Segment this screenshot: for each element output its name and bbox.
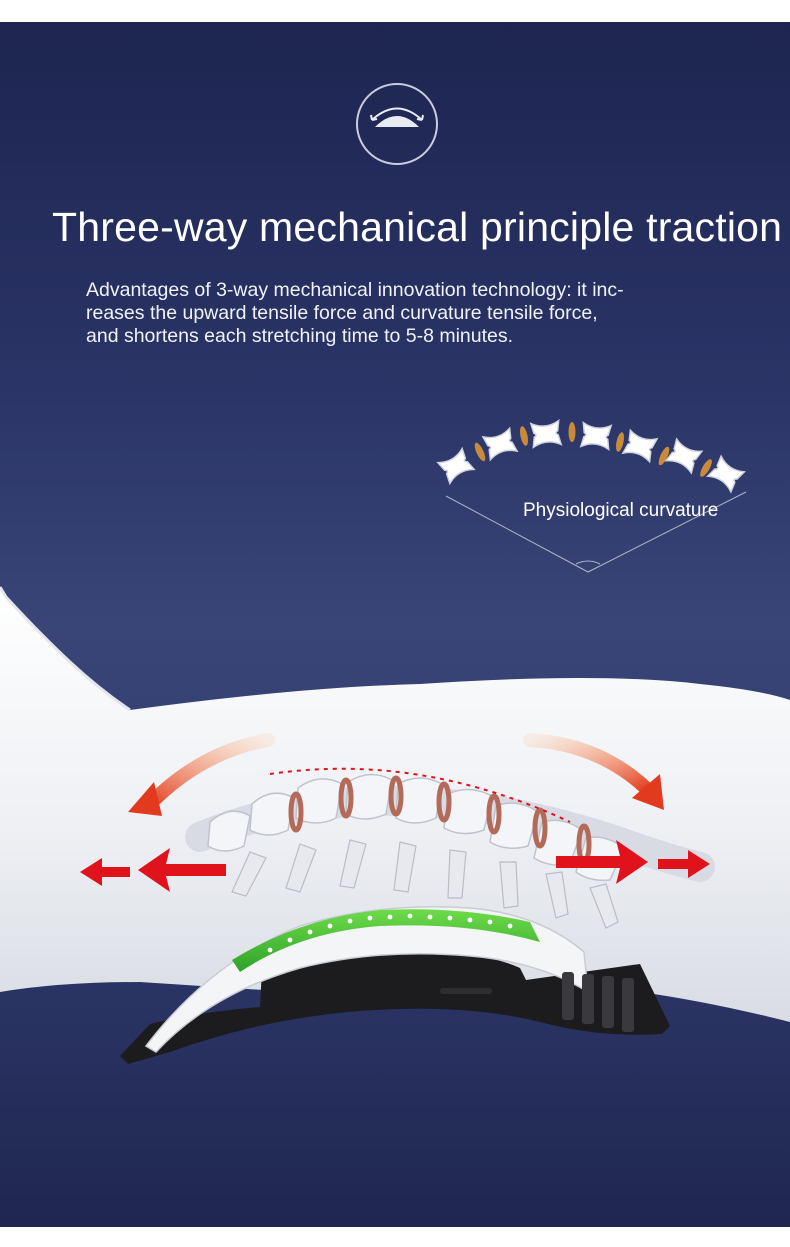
description-line: Advantages of 3-way mechanical innovatio… (86, 279, 624, 301)
curvature-angle-lines (445, 491, 747, 573)
spine-curve-icon (356, 83, 438, 165)
description-line: reases the upward tensile force and curv… (86, 302, 598, 324)
description-line: and shortens each stretching time to 5-8… (86, 325, 514, 347)
illustration (0, 419, 790, 1064)
vertebrae-curve (437, 419, 746, 493)
feature-panel: Three-way mechanical principle traction … (0, 22, 790, 1227)
back-stretcher-device (120, 906, 670, 1064)
spine (185, 767, 715, 929)
curvature-label: Physiological curvature (523, 500, 719, 521)
feature-description: Advantages of 3-way mechanical innovatio… (86, 279, 726, 348)
tensile-force-arrows (80, 840, 710, 892)
upward-force-arrows (128, 733, 664, 816)
page-title: Three-way mechanical principle traction (52, 204, 783, 250)
